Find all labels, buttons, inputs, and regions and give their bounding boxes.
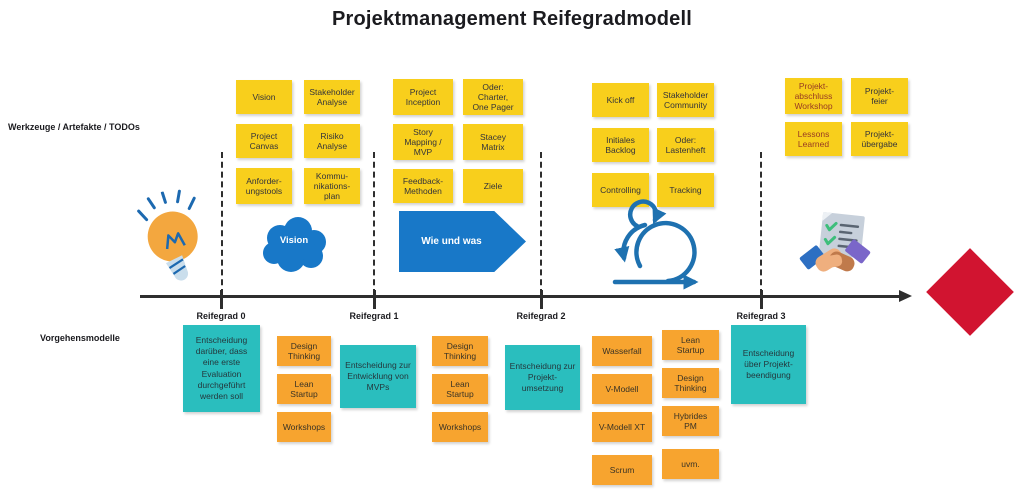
timeline-tick — [760, 290, 763, 309]
tool-group-phase0: Vision Stakeholder Analyse Project Canva… — [236, 80, 360, 205]
method-note: Workshops — [277, 412, 331, 442]
sticky-note: Risiko Analyse — [304, 124, 360, 158]
timeline-arrowhead-icon — [899, 290, 912, 302]
sticky-note: Story Mapping / MVP — [393, 124, 453, 161]
how-and-what-arrow: Wie und was — [399, 211, 526, 272]
how-and-what-arrow-label: Wie und was — [421, 236, 482, 247]
phase-divider-line — [540, 152, 542, 295]
method-note: Workshops — [432, 412, 488, 442]
tool-group-phase1: Project Inception Oder: Charter, One Pag… — [393, 79, 523, 204]
method-stack-phase2-left: Wasserfall V-Modell V-Modell XT Scrum — [592, 336, 652, 485]
sticky-note: Oder: Lastenheft — [657, 128, 714, 162]
milestone-label-reifegrad-1: Reifegrad 1 — [349, 311, 399, 321]
decision-note: Entscheidung darüber, dass eine erste Ev… — [183, 325, 260, 412]
milestone-label-reifegrad-0: Reifegrad 0 — [196, 311, 246, 321]
decision-note: Entscheidung zur Entwicklung von MVPs — [340, 345, 416, 408]
method-note: Lean Startup — [432, 374, 488, 404]
sticky-note: Stakeholder Community — [657, 83, 714, 117]
phase-divider-line — [221, 152, 223, 295]
method-note: Lean Startup — [662, 330, 719, 360]
method-note: Wasserfall — [592, 336, 652, 366]
vision-cloud-icon: Vision — [259, 211, 329, 275]
method-note: V-Modell XT — [592, 412, 652, 442]
method-note: V-Modell — [592, 374, 652, 404]
method-note: Scrum — [592, 455, 652, 485]
sticky-note: Projekt- übergabe — [851, 122, 908, 157]
sticky-note: Oder: Charter, One Pager — [463, 79, 523, 116]
sticky-note: Vision — [236, 80, 292, 114]
agile-loop-icon — [608, 194, 708, 299]
method-note: Hybrides PM — [662, 406, 719, 436]
sticky-note: Projekt- feier — [851, 78, 908, 115]
page-title: Projektmanagement Reifegradmodell — [331, 8, 693, 30]
sticky-note: Ziele — [463, 169, 523, 204]
sticky-note: Anforder- ungstools — [236, 168, 292, 205]
method-note: Design Thinking — [662, 368, 719, 398]
sticky-note: Kick off — [592, 83, 649, 117]
method-note: Lean Startup — [277, 374, 331, 404]
phase-divider-line — [373, 152, 375, 295]
method-note: Design Thinking — [432, 336, 488, 366]
timeline-axis — [140, 295, 902, 298]
phase-divider-line — [760, 152, 762, 295]
method-note: uvm. — [662, 449, 719, 479]
timeline-tick — [373, 290, 376, 309]
decision-note: Entscheidung zur Projekt- umsetzung — [505, 345, 580, 410]
sticky-note: Initiales Backlog — [592, 128, 649, 162]
sticky-note: Project Canvas — [236, 124, 292, 158]
sticky-note: Projekt- abschluss Workshop — [785, 78, 842, 115]
sticky-note: Stacey Matrix — [463, 124, 523, 161]
sticky-note: Tracking — [657, 173, 714, 207]
method-note: Design Thinking — [277, 336, 331, 366]
sticky-note: Project Inception — [393, 79, 453, 116]
timeline-tick — [540, 290, 543, 309]
red-diamond-icon — [926, 248, 1014, 336]
handshake-checklist-icon — [799, 212, 871, 283]
sticky-note: Controlling — [592, 173, 649, 207]
lightbulb-icon — [134, 184, 218, 300]
sticky-note: Feedback- Methoden — [393, 169, 453, 204]
milestone-label-reifegrad-2: Reifegrad 2 — [516, 311, 566, 321]
milestone-label-reifegrad-3: Reifegrad 3 — [736, 311, 786, 321]
sticky-note: Stakeholder Analyse — [304, 80, 360, 114]
sticky-note: Kommu- nikations- plan — [304, 168, 360, 205]
tool-group-phase2: Kick off Stakeholder Community Initiales… — [592, 83, 714, 207]
vision-cloud-label: Vision — [279, 235, 309, 246]
tools-section-label: Werkzeuge / Artefakte / TODOs — [8, 122, 140, 132]
tool-group-phase3: Projekt- abschluss Workshop Projekt- fei… — [785, 78, 908, 157]
method-stack-phase0: Design Thinking Lean Startup Workshops — [277, 336, 331, 442]
decision-note: Entscheidung über Projekt- beendigung — [731, 325, 806, 404]
models-section-label: Vorgehensmodelle — [40, 333, 120, 343]
method-stack-phase2-right: Lean Startup Design Thinking Hybrides PM… — [662, 330, 719, 479]
method-stack-phase1: Design Thinking Lean Startup Workshops — [432, 336, 488, 442]
timeline-tick — [220, 290, 223, 309]
sticky-note: Lessons Learned — [785, 122, 842, 157]
